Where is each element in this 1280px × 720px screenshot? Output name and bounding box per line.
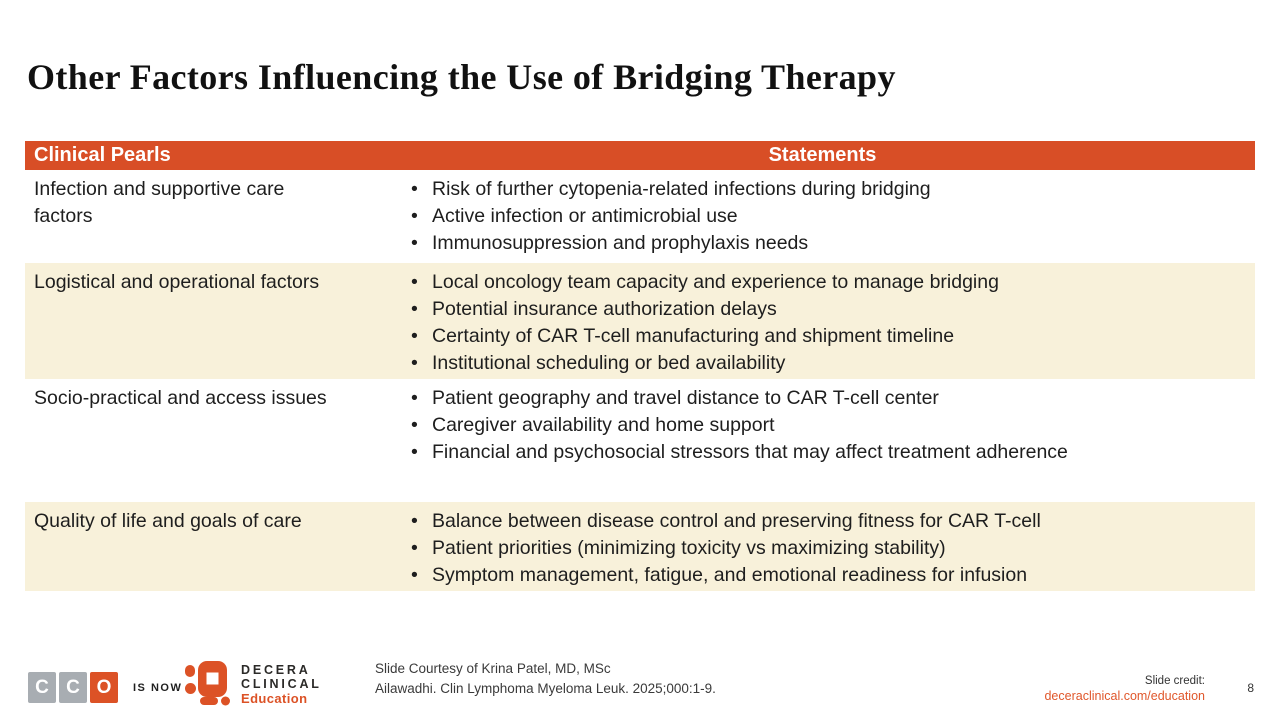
pearl-label: Infection and supportive care factors bbox=[34, 178, 285, 227]
cco-letter-c2: C bbox=[59, 672, 87, 703]
decera-wordmark: DECERA CLINICAL Education bbox=[241, 663, 322, 707]
citation-line: Ailawadhi. Clin Lymphoma Myeloma Leuk. 2… bbox=[375, 681, 716, 696]
decera-wordmark-line3: Education bbox=[241, 691, 308, 706]
courtesy-note: Slide Courtesy of Krina Patel, MD, MSc A… bbox=[375, 659, 716, 699]
header-cell-clinical-pearls: Clinical Pearls bbox=[34, 144, 171, 166]
statement-item: • Immunosuppression and prophylaxis needs bbox=[405, 230, 1247, 257]
statement-text: Caregiver availability and home support bbox=[432, 414, 775, 436]
statement-item: • Potential insurance authorization delay… bbox=[405, 296, 1247, 323]
statement-text: Institutional scheduling or bed availabi… bbox=[432, 352, 786, 374]
table-header-row: Clinical Pearls Statements bbox=[25, 141, 1255, 170]
bullet-icon: • bbox=[411, 564, 418, 586]
statement-item: • Financial and psychosocial stressors th… bbox=[405, 439, 1247, 466]
statement-item: • Risk of further cytopenia-related infec… bbox=[405, 176, 1247, 203]
statement-text: Patient priorities (minimizing toxicity … bbox=[432, 537, 946, 559]
bullet-icon: • bbox=[411, 510, 418, 532]
pearl-label: Logistical and operational factors bbox=[34, 271, 320, 293]
slide-credit-link[interactable]: deceraclinical.com/education bbox=[1044, 689, 1205, 703]
statement-text: Potential insurance authorization delays bbox=[432, 298, 777, 320]
statement-text: Balance between disease control and pres… bbox=[432, 510, 1041, 532]
bullet-icon: • bbox=[411, 414, 418, 436]
statement-item: • Balance between disease control and pre… bbox=[405, 508, 1247, 535]
pearl-cell: Quality of life and goals of care bbox=[25, 502, 390, 591]
courtesy-line: Slide Courtesy of Krina Patel, MD, MSc bbox=[375, 661, 611, 676]
slide-credit-label: Slide credit: bbox=[1144, 675, 1205, 687]
cco-logo: C C O bbox=[28, 672, 118, 703]
statement-text: Patient geography and travel distance to… bbox=[432, 387, 939, 409]
bullet-icon: • bbox=[411, 271, 418, 293]
bullet-icon: • bbox=[411, 387, 418, 409]
table-row-infection: Infection and supportive care factors • R… bbox=[25, 170, 1255, 263]
page-number: 8 bbox=[1247, 681, 1254, 695]
statement-item: • Caregiver availability and home support bbox=[405, 412, 1247, 439]
statement-text: Risk of further cytopenia-related infect… bbox=[432, 178, 931, 200]
statements-cell: • Risk of further cytopenia-related infec… bbox=[390, 170, 1255, 263]
statement-text: Active infection or antimicrobial use bbox=[432, 205, 738, 227]
pearl-label: Quality of life and goals of care bbox=[34, 510, 302, 532]
slide-credit: Slide credit: deceraclinical.com/educati… bbox=[1044, 674, 1205, 704]
statement-text: Financial and psychosocial stressors tha… bbox=[432, 441, 1068, 463]
bullet-icon: • bbox=[411, 537, 418, 559]
cco-letter-o: O bbox=[90, 672, 118, 703]
statement-item: • Patient geography and travel distance t… bbox=[405, 385, 1247, 412]
statement-item: • Local oncology team capacity and experi… bbox=[405, 269, 1247, 296]
decera-logo-icon bbox=[185, 661, 230, 706]
statements-cell: • Balance between disease control and pre… bbox=[390, 502, 1255, 591]
statement-text: Immunosuppression and prophylaxis needs bbox=[432, 232, 809, 254]
pearls-table: Clinical Pearls Statements Infection and… bbox=[25, 141, 1255, 591]
table-row-logistical: Logistical and operational factors • Loca… bbox=[25, 263, 1255, 379]
bullet-icon: • bbox=[411, 325, 418, 347]
statement-text: Local oncology team capacity and experie… bbox=[432, 271, 999, 293]
statement-text: Certainty of CAR T-cell manufacturing an… bbox=[432, 325, 955, 347]
cco-letter-c1: C bbox=[28, 672, 56, 703]
decera-wordmark-line2: CLINICAL bbox=[241, 677, 322, 691]
decera-wordmark-line1: DECERA bbox=[241, 663, 311, 677]
pearl-cell: Socio-practical and access issues bbox=[25, 379, 390, 502]
is-now-label: IS NOW bbox=[133, 682, 183, 694]
table-row-socio-practical: Socio-practical and access issues • Patie… bbox=[25, 379, 1255, 502]
bullet-icon: • bbox=[411, 441, 418, 463]
bullet-icon: • bbox=[411, 178, 418, 200]
table-row-quality-of-life: Quality of life and goals of care • Balan… bbox=[25, 502, 1255, 591]
statements-cell: • Local oncology team capacity and experi… bbox=[390, 263, 1255, 379]
pearl-cell: Infection and supportive care factors bbox=[25, 170, 390, 263]
statement-text: Symptom management, fatigue, and emotion… bbox=[432, 564, 1028, 586]
statement-item: • Institutional scheduling or bed availab… bbox=[405, 350, 1247, 377]
statement-item: • Patient priorities (minimizing toxicity… bbox=[405, 535, 1247, 562]
bullet-icon: • bbox=[411, 352, 418, 374]
header-cell-statements: Statements bbox=[768, 144, 877, 166]
bullet-icon: • bbox=[411, 298, 418, 320]
statement-item: • Certainty of CAR T-cell manufacturing a… bbox=[405, 323, 1247, 350]
pearl-label: Socio-practical and access issues bbox=[34, 387, 327, 409]
bullet-icon: • bbox=[411, 205, 418, 227]
pearl-cell: Logistical and operational factors bbox=[25, 263, 390, 379]
page-title: Other Factors Influencing the Use of Bri… bbox=[27, 57, 896, 97]
statements-cell: • Patient geography and travel distance t… bbox=[390, 379, 1255, 502]
statement-item: • Symptom management, fatigue, and emotio… bbox=[405, 562, 1247, 589]
bullet-icon: • bbox=[411, 232, 418, 254]
statement-item: • Active infection or antimicrobial use bbox=[405, 203, 1247, 230]
